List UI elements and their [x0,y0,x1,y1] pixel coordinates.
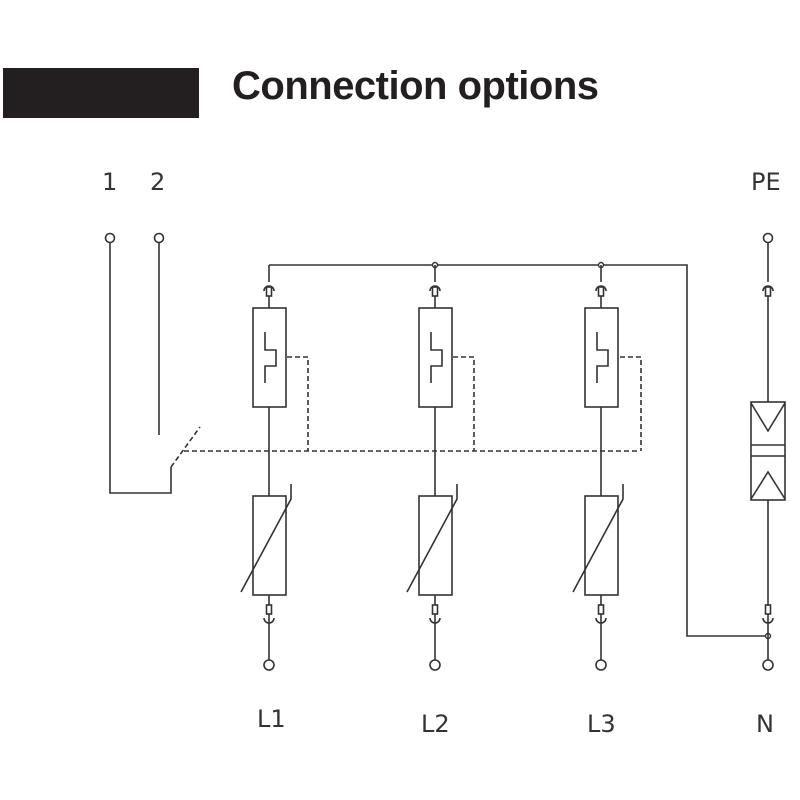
thermal-disconnector [584,307,619,408]
fuse-arc-icon [595,285,607,292]
branch-l1 [240,265,292,671]
gdt-gap [751,444,785,457]
terminal-contact-2 [153,232,165,244]
branch-l2 [406,265,458,671]
thermal-disconnector-symbol [596,332,609,383]
terminal-l1 [263,659,275,671]
linkage-l2 [453,356,475,451]
page-title: Connection options [232,64,599,108]
terminal-l3 [595,659,607,671]
remote-signal-contact [104,232,201,494]
thermal-disconnector-symbol [264,332,277,383]
varistor [584,495,619,596]
gdt-lower-triangle-icon [750,470,786,500]
terminal-l2 [429,659,441,671]
label-n: N [756,710,774,738]
label-l1: L1 [257,705,286,733]
label-pe: PE [751,168,781,196]
gdt-upper-triangle-icon [750,402,786,433]
fuse-icon [597,286,605,297]
terminal-n [762,659,774,671]
terminal-pe [762,232,774,244]
label-contact-2: 2 [150,168,165,196]
varistor-slash [572,484,624,593]
fuse-icon [431,604,439,615]
fuse-icon [764,604,772,615]
branch-pe-n [750,232,786,671]
thermal-disconnector [252,307,287,408]
label-l2: L2 [421,710,450,738]
label-contact-1: 1 [102,168,117,196]
n-bus-wire [269,264,768,637]
wire-contact-1 [109,242,172,494]
linkage-l3 [620,356,642,451]
varistor-slash [406,484,458,593]
linkage-l1 [287,356,309,451]
varistor [418,495,453,596]
thermal-disconnector [418,307,453,408]
branch-l3 [572,265,624,671]
varistor-slash [240,484,292,593]
gas-discharge-tube [750,401,786,501]
label-l3: L3 [587,710,616,738]
fuse-icon [431,286,439,297]
fuse-arc-icon [263,285,275,292]
thermal-disconnector-symbol [430,332,443,383]
fuse-icon [764,286,772,297]
fuse-icon [265,286,273,297]
fuse-arc-icon [429,285,441,292]
switch-blade [170,426,201,468]
varistor [252,495,287,596]
fuse-icon [597,604,605,615]
fuse-icon [265,604,273,615]
terminal-contact-1 [104,232,116,244]
header-bar [3,68,199,118]
fuse-arc-icon [762,285,774,292]
